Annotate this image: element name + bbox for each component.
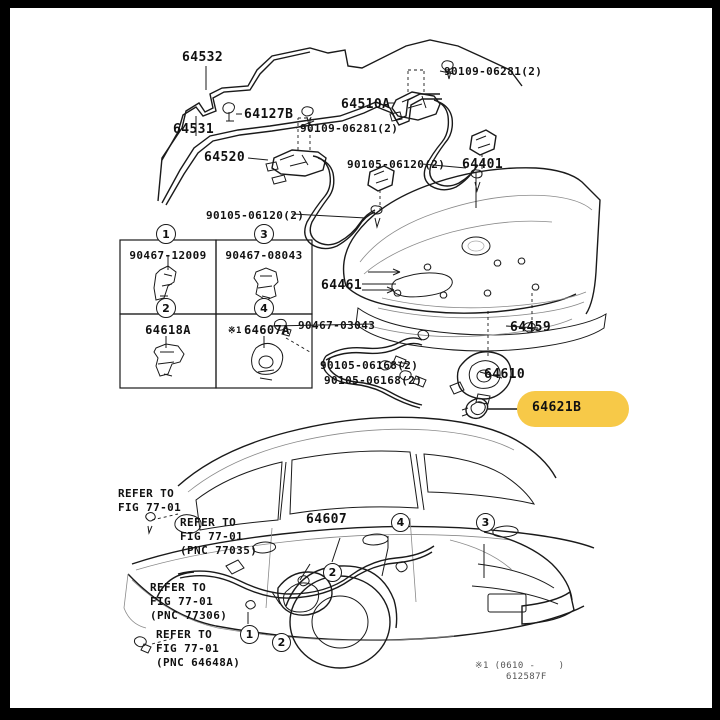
vehicle-callout-2-b: 2 — [272, 633, 291, 652]
label-64520: 64520 — [204, 150, 246, 165]
label-64531: 64531 — [173, 122, 215, 137]
vehicle-callout-3: 3 — [476, 513, 495, 532]
drawing-code: 612587F — [506, 672, 547, 682]
legend-marker-3: 3 — [254, 224, 274, 244]
label-64607: 64607 — [306, 512, 348, 527]
label-64621B: 64621B — [532, 400, 582, 415]
legend-note-4: ※1 — [228, 326, 242, 336]
label-64461: 64461 — [321, 278, 363, 293]
highlight-64621B — [517, 391, 629, 427]
legend-part-4: 64607A — [244, 323, 290, 337]
legend-marker-1: 1 — [156, 224, 176, 244]
label-90109-06281-b: 90109-06281(2) — [444, 65, 543, 78]
label-90105-06120-a: 90105-06120(2) — [206, 209, 305, 222]
vehicle-callout-1: 1 — [240, 625, 259, 644]
label-90105-06168-b: 90105-06168(2) — [324, 374, 423, 387]
label-90109-06281-a: 90109-06281(2) — [300, 122, 399, 135]
label-64510A: 64510A — [341, 97, 391, 112]
legend-marker-2: 2 — [156, 298, 176, 318]
top-label-leaders — [195, 66, 539, 380]
label-90105-06168-a: 90105-06168(2) — [320, 359, 419, 372]
label-64127B: 64127B — [244, 107, 294, 122]
legend-part-2: 64618A — [145, 323, 191, 337]
label-64532: 64532 — [182, 50, 224, 65]
label-64610: 64610 — [484, 367, 526, 382]
vehicle-callout-4: 4 — [391, 513, 410, 532]
vehicle-callout-2-a: 2 — [323, 563, 342, 582]
top-assembly-artwork — [119, 39, 607, 669]
label-90467-03043: 90467-03043 — [298, 319, 376, 332]
legend-marker-4: 4 — [254, 298, 274, 318]
label-64401: 64401 — [462, 157, 504, 172]
legend-part-3: 90467-08043 — [225, 249, 303, 262]
footer-note: ※1 (0610 - ) — [475, 661, 565, 671]
label-90105-06120-b: 90105-06120(2) — [347, 158, 446, 171]
legend-part-1: 90467-12009 — [129, 249, 207, 262]
parts-diagram-canvas: 64532 64531 64127B 64520 90109-06281(2) … — [10, 8, 712, 708]
